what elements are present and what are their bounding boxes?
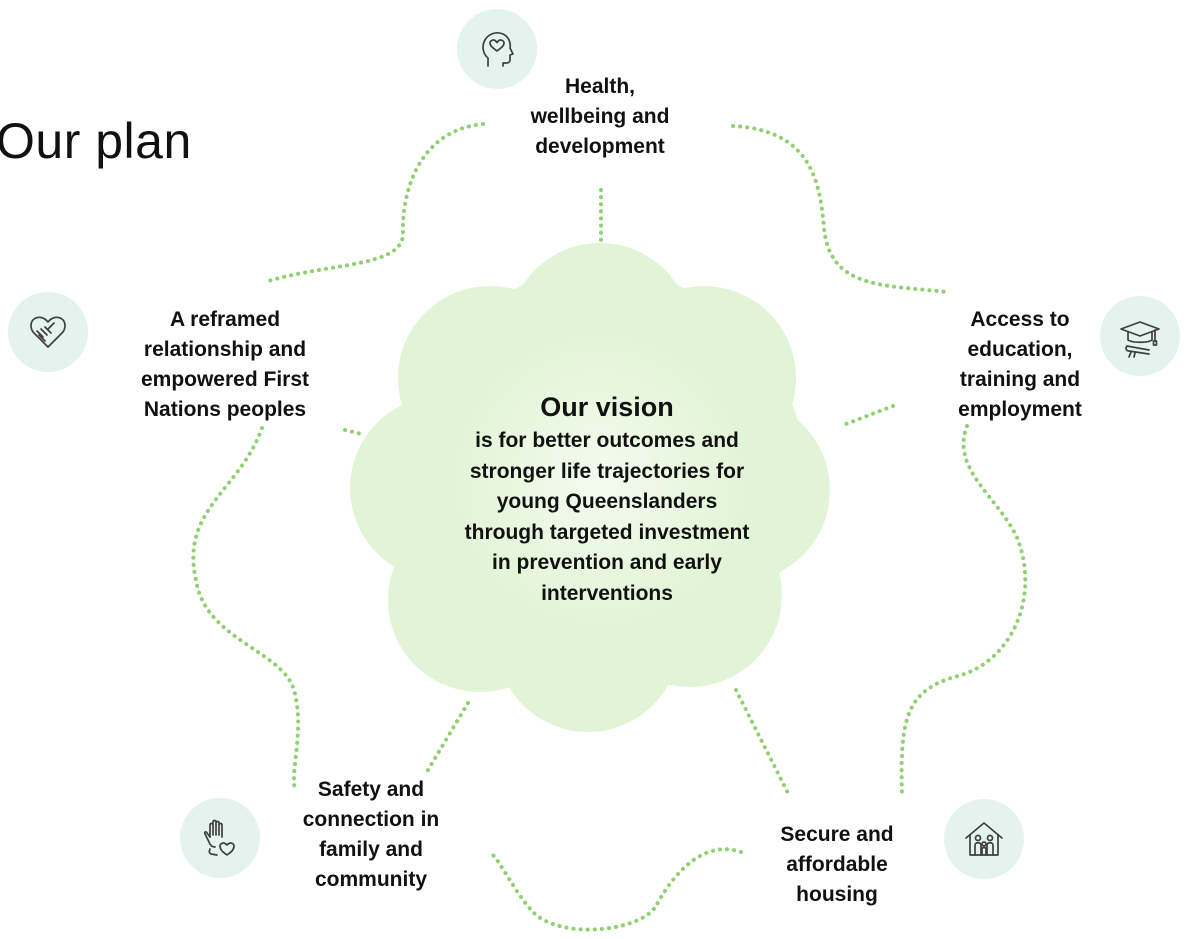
page-title: Our plan (0, 113, 192, 169)
pillar-label-first-nations: A reframed relationship and empowered Fi… (110, 305, 340, 425)
pillar-housing-line: affordable (786, 853, 888, 876)
head-heart-icon (457, 9, 537, 89)
vision-line: young Queenslanders (496, 490, 718, 513)
vision-blob (350, 243, 830, 732)
dotted-connectors (191, 122, 1028, 932)
pillar-label-housing: Secure and affordable housing (752, 820, 922, 910)
pillar-health-line: development (535, 135, 665, 158)
pillar-first-nations-line: empowered First (140, 368, 310, 391)
pillar-first-nations-line: A reframed (169, 308, 281, 331)
pillar-safety-line: community (314, 868, 427, 891)
connector-education-to-vision (844, 404, 895, 426)
pillar-education-line: training and (959, 368, 1081, 391)
connector-safety-to-vision (423, 701, 470, 777)
vision-line: stronger life trajectories for (469, 459, 745, 483)
connector-housing-to-safety (488, 847, 743, 932)
pillar-education-line: Access to (970, 308, 1070, 331)
pillar-label-health: Health, wellbeing and development (500, 72, 700, 162)
pillar-first-nations-line: Nations peoples (143, 398, 307, 421)
pillar-education-line: education, (967, 338, 1073, 361)
pillar-label-education: Access to education, training and employ… (925, 305, 1115, 425)
house-family-icon (944, 799, 1024, 879)
pillar-first-nations-line: relationship and (143, 338, 307, 361)
connector-firstnations-to-safety (191, 426, 301, 792)
pillar-label-safety: Safety and connection in family and comm… (276, 775, 466, 895)
pillar-health-line: wellbeing and (530, 105, 670, 128)
connector-health-to-education (731, 124, 950, 294)
connector-housing-to-vision (734, 688, 792, 799)
vision-text: is for better outcomes and stronger life… (422, 426, 792, 609)
connector-education-to-housing (899, 424, 1028, 797)
pillar-housing-line: housing (796, 883, 878, 906)
pillar-education-line: employment (958, 398, 1082, 421)
connector-firstnations-to-vision (343, 428, 364, 436)
vision-line: through targeted investment (464, 520, 750, 544)
pillar-safety-line: family and (319, 838, 423, 861)
vision-line: in prevention and early (492, 551, 722, 574)
vision-statement: Our vision is for better outcomes and st… (422, 390, 792, 609)
hand-heart-icon (180, 798, 260, 878)
graduation-cap-icon (1100, 296, 1180, 376)
vision-title: Our vision (540, 392, 674, 422)
vision-line: is for better outcomes and (475, 429, 739, 452)
pillar-housing-line: Secure and (780, 823, 894, 846)
pillar-safety-line: connection in (302, 808, 440, 831)
handshake-heart-icon (8, 292, 88, 372)
pillar-safety-line: Safety and (317, 778, 425, 801)
connector-health-to-firstnations (263, 122, 485, 284)
vision-line: interventions (541, 581, 673, 605)
pillar-health-line: Health, (564, 75, 635, 98)
